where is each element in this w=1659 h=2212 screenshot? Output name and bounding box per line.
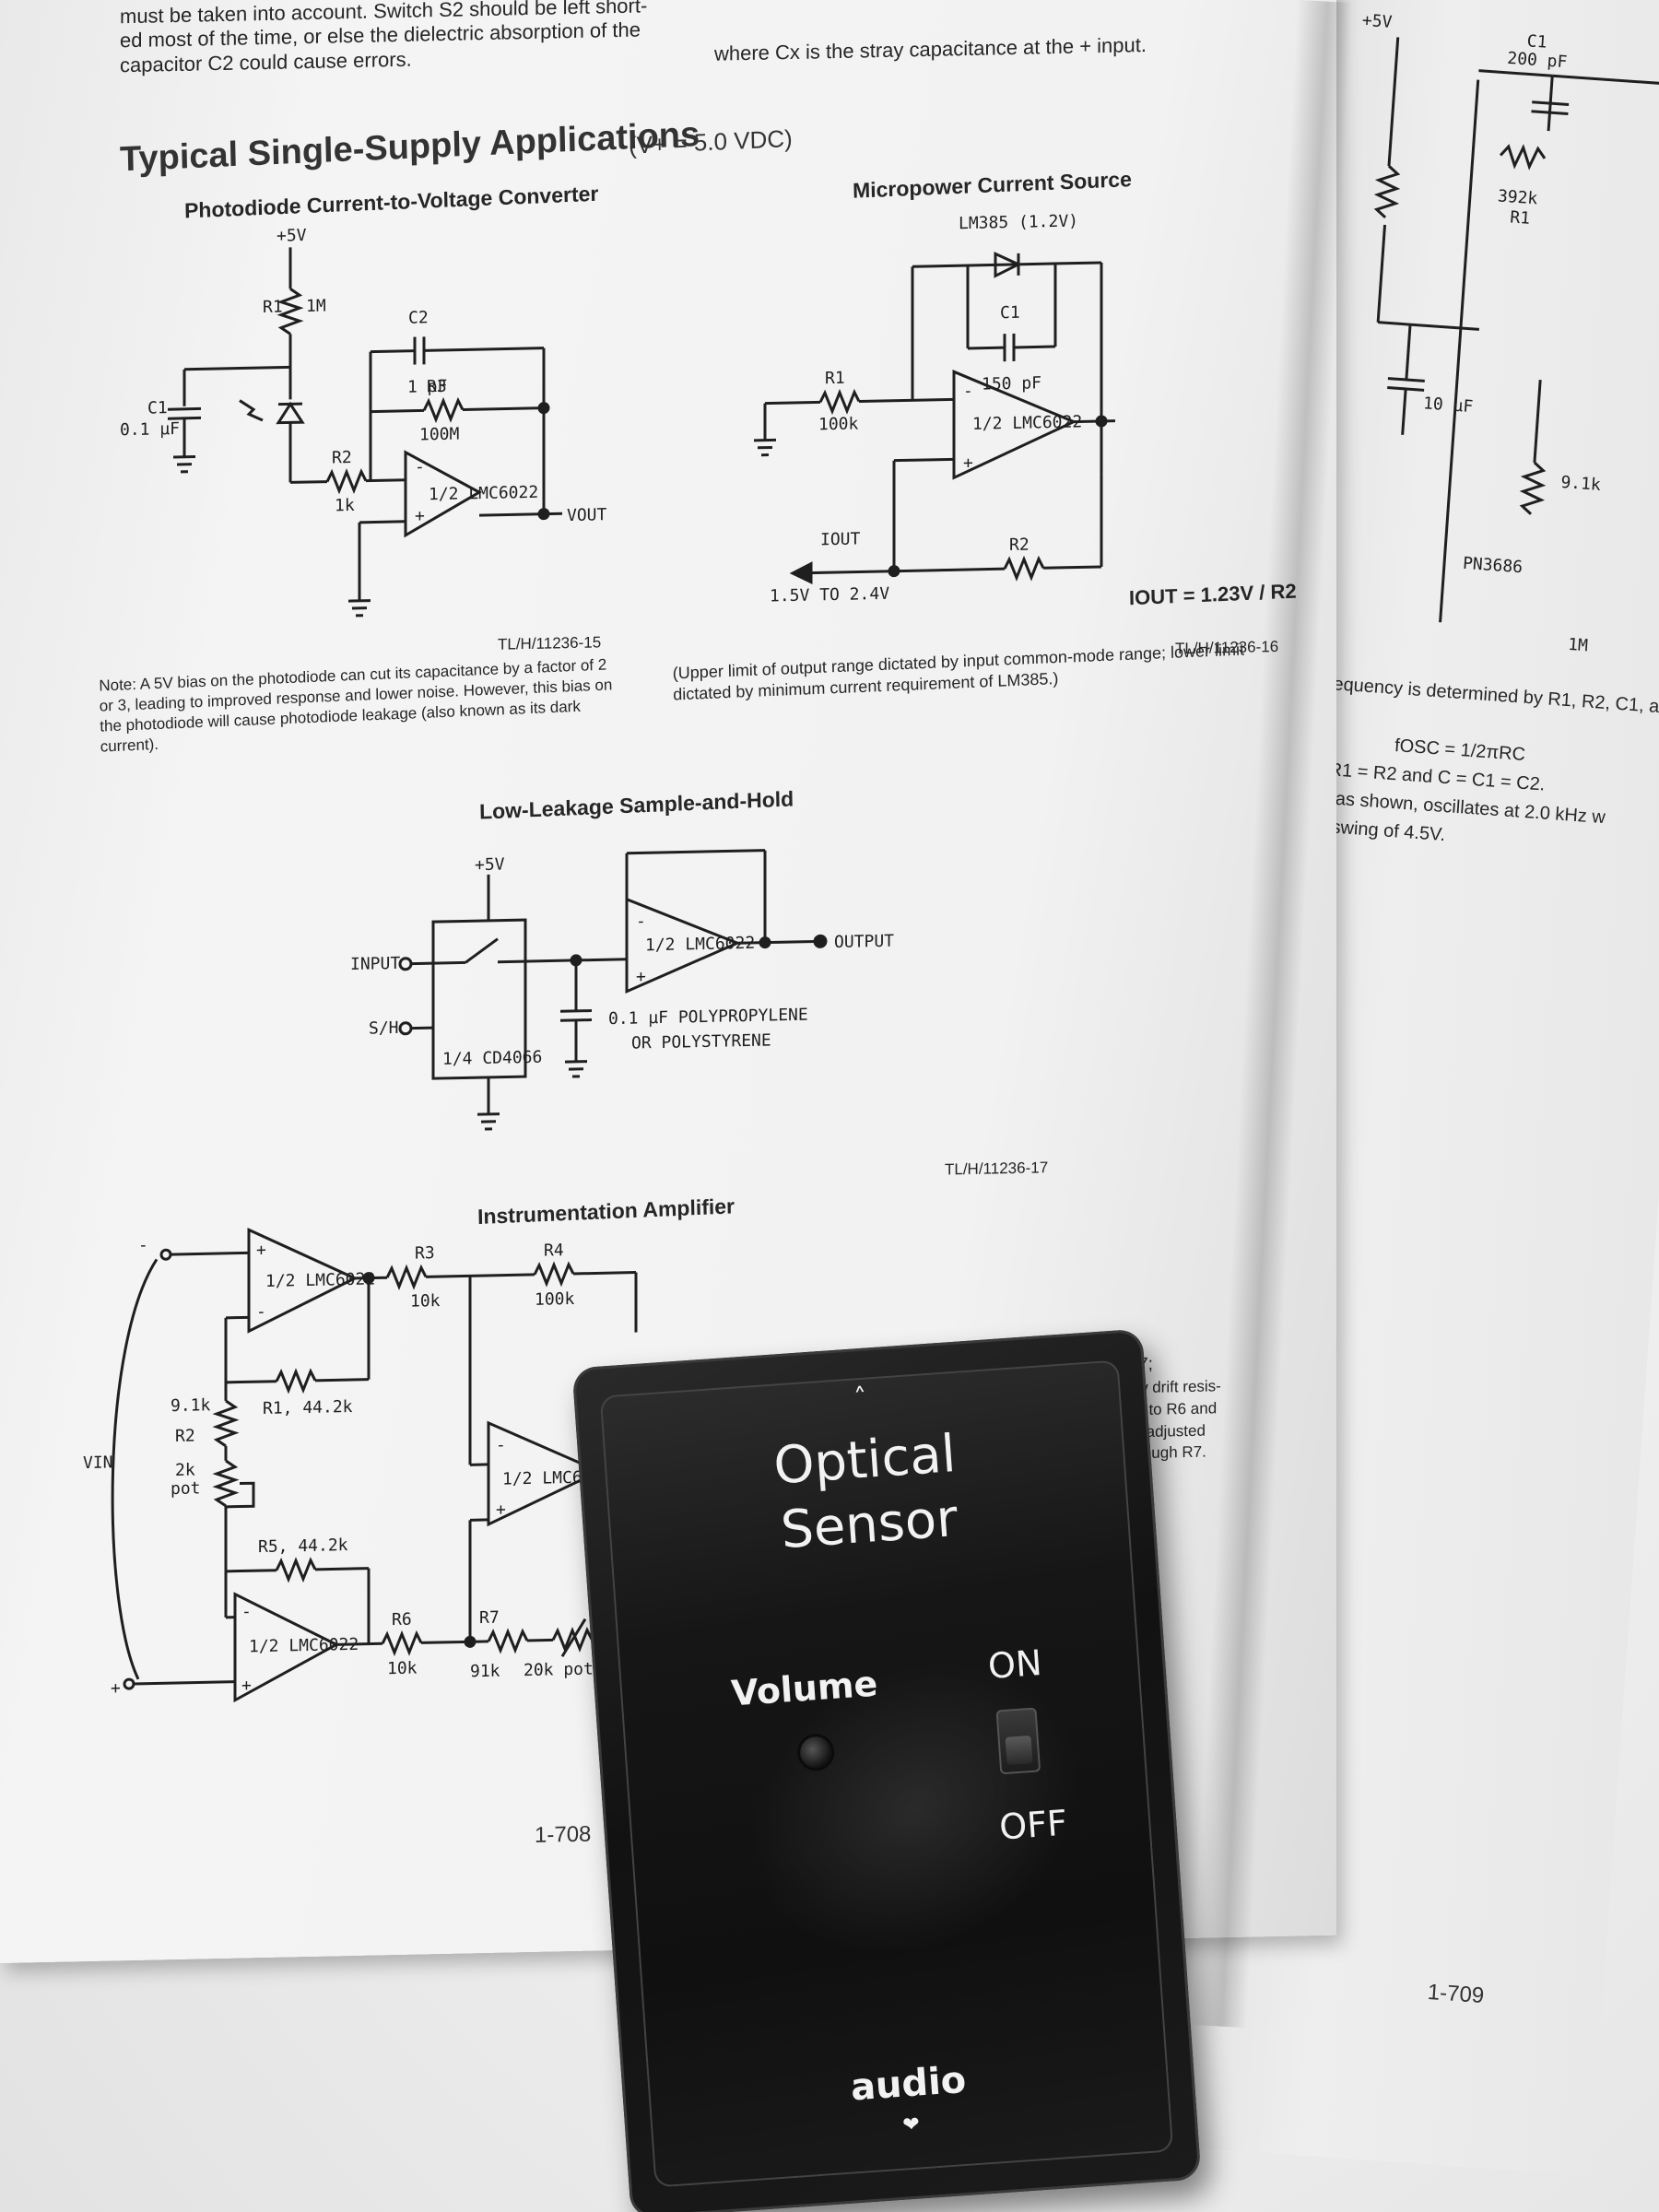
svg-text:100M: 100M <box>419 425 460 445</box>
svg-text:R2: R2 <box>1009 535 1030 555</box>
svg-text:R3: R3 <box>415 1243 435 1263</box>
svg-text:R1: R1 <box>263 298 283 317</box>
svg-text:1/2 LMC6022: 1/2 LMC6022 <box>249 1635 359 1656</box>
svg-text:R5, 44.2k: R5, 44.2k <box>258 1535 348 1557</box>
svg-text:pot: pot <box>171 1478 201 1499</box>
svg-text:1/2 LMC6022: 1/2 LMC6022 <box>972 412 1082 433</box>
svg-text:+5V: +5V <box>475 855 505 876</box>
section-title: Typical Single-Supply Applications <box>119 114 700 180</box>
svg-text:S/H: S/H <box>369 1018 399 1039</box>
optical-sensor-device: ˄ Optical Sensor Volume ON OFF audio ❤ <box>571 1328 1202 2212</box>
svg-text:-: - <box>138 1236 148 1255</box>
svg-text:IOUT: IOUT <box>820 529 861 549</box>
svg-text:OR POLYSTYRENE: OR POLYSTYRENE <box>631 1030 771 1053</box>
sample-hold-schematic: +5V INPUT S/H 1/4 CD4066 0.1 µF POLYPROP… <box>350 849 894 1131</box>
instrumentation-schematic: + - 1/2 LMC6022 R3 10k R4 100k - + 1/2 LMC60… <box>83 1227 638 1703</box>
svg-text:C2: C2 <box>408 308 429 327</box>
svg-text:+: + <box>256 1241 266 1260</box>
svg-text:2k: 2k <box>175 1461 195 1480</box>
svg-text:C1: C1 <box>1000 303 1020 323</box>
sample-hold-ref: TL/H/11236-17 <box>945 1159 1049 1179</box>
schem-label-pn3686: PN3686 <box>1462 554 1523 577</box>
faceplate-glare <box>694 1602 1135 2015</box>
schem-label-c1: C1 <box>1526 31 1547 52</box>
svg-text:100k: 100k <box>818 414 859 434</box>
svg-text:VOUT: VOUT <box>567 505 607 525</box>
svg-text:10k: 10k <box>387 1659 418 1679</box>
svg-text:-: - <box>636 912 646 931</box>
svg-text:-: - <box>963 382 973 401</box>
on-label: ON <box>986 1642 1043 1687</box>
svg-text:R1: R1 <box>825 369 845 388</box>
right-book-page: +5V 10 µF C1 200 pF 392k R1 9.1k PN3686 … <box>1110 0 1659 2176</box>
svg-text:+: + <box>636 967 646 986</box>
svg-text:1k: 1k <box>335 496 355 515</box>
power-switch[interactable] <box>995 1707 1041 1775</box>
section-supply: (V+ = 5.0 VDC) <box>628 124 794 159</box>
schem-label-91k: 9.1k <box>1560 473 1602 495</box>
svg-text:C1: C1 <box>147 398 168 418</box>
right-page-oscillator-schematic: +5V 10 µF C1 200 pF 392k R1 9.1k PN3686 … <box>1361 11 1659 655</box>
svg-text:1/2 LMC6022: 1/2 LMC6022 <box>429 483 538 504</box>
svg-text:R1, 44.2k: R1, 44.2k <box>263 1397 353 1418</box>
svg-text:0.1 µF POLYPROPYLENE: 0.1 µF POLYPROPYLENE <box>608 1006 808 1030</box>
svg-text:R4: R4 <box>544 1241 564 1260</box>
svg-text:R2: R2 <box>332 448 352 467</box>
stray-capacitance-text: where Cx is the stray capacitance at the… <box>714 32 1147 65</box>
svg-text:1/2 LMC6022: 1/2 LMC6022 <box>265 1269 375 1290</box>
svg-text:-: - <box>241 1602 252 1621</box>
top-paragraph: must be taken into account. Switch S2 sh… <box>120 0 647 77</box>
schem-label-plus5v: +5V <box>1361 11 1393 32</box>
svg-text:R2: R2 <box>175 1427 195 1446</box>
off-label: OFF <box>997 1802 1069 1848</box>
svg-text:-: - <box>496 1436 506 1455</box>
photodiode-ref: TL/H/11236-15 <box>498 633 602 653</box>
svg-text:INPUT: INPUT <box>350 954 400 974</box>
svg-text:VIN: VIN <box>83 1453 113 1473</box>
schem-label-10uf: 10 µF <box>1422 394 1474 417</box>
svg-text:1M: 1M <box>306 297 326 316</box>
photodiode-note: Note: A 5V bias on the photodiode can cu… <box>99 655 613 756</box>
svg-text:1/2 LMC6022: 1/2 LMC6022 <box>645 934 755 955</box>
svg-text:+: + <box>241 1676 252 1695</box>
svg-text:+: + <box>496 1500 506 1520</box>
svg-text:100k: 100k <box>535 1289 575 1310</box>
schem-label-r1: R1 <box>1510 207 1531 228</box>
svg-text:0.1 µF: 0.1 µF <box>120 419 180 440</box>
device-faceplate: ˄ Optical Sensor Volume ON OFF audio ❤ <box>599 1359 1174 2188</box>
svg-text:OUTPUT: OUTPUT <box>834 932 894 952</box>
svg-text:-: - <box>256 1302 266 1322</box>
svg-text:10k: 10k <box>410 1291 441 1312</box>
left-page-number: 1-708 <box>535 1821 592 1848</box>
current-source-schematic: LM385 (1.2V) C1 150 pF R1 100k - + 1/2 LMC6… <box>754 211 1115 606</box>
schem-label-392k: 392k <box>1497 186 1538 208</box>
svg-text:1/4 CD4066: 1/4 CD4066 <box>442 1048 542 1069</box>
device-title: Optical Sensor <box>603 1410 1130 1575</box>
current-source-note: (Upper limit of output range dictated by… <box>672 640 1245 704</box>
svg-text:R7: R7 <box>479 1608 500 1628</box>
right-page-number: 1-709 <box>1426 1979 1486 2009</box>
svg-text:+: + <box>963 453 973 473</box>
sample-hold-title: Low-Leakage Sample-and-Hold <box>478 786 794 824</box>
photodiode-schematic: +5V R1 1M C10.1 µF R2 1k - + 1/2 LMC6022 <box>120 226 607 618</box>
svg-text:91k: 91k <box>470 1662 500 1682</box>
svg-text:LM385 (1.2V): LM385 (1.2V) <box>959 211 1078 233</box>
schem-label-200pf: 200 pF <box>1507 49 1568 72</box>
svg-text:+5V: +5V <box>276 226 307 246</box>
svg-text:9.1k: 9.1k <box>171 1395 211 1416</box>
svg-text:-: - <box>415 457 425 477</box>
svg-text:+: + <box>111 1678 121 1698</box>
svg-text:20k pot: 20k pot <box>524 1660 594 1681</box>
svg-text:1.5V TO 2.4V: 1.5V TO 2.4V <box>770 584 889 606</box>
svg-text:+: + <box>415 506 425 525</box>
svg-text:R6: R6 <box>392 1610 412 1630</box>
schem-label-1m: 1M <box>1567 635 1588 655</box>
svg-text:R3: R3 <box>427 377 447 396</box>
svg-text:1 pF: 1 pF <box>407 377 447 397</box>
svg-text:150 pF: 150 pF <box>982 373 1041 394</box>
